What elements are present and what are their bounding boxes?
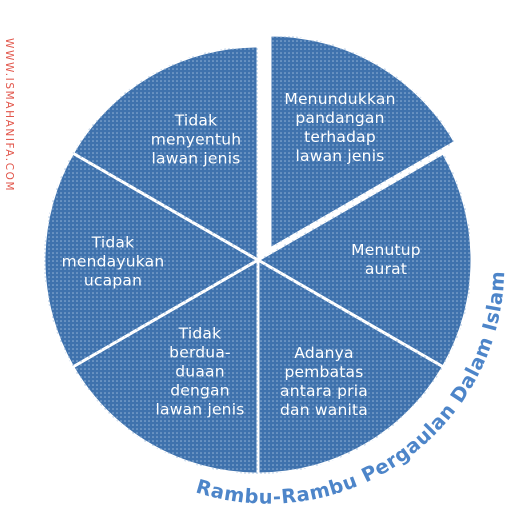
segment-label-1: Menundukkan pandangan terhadap lawan jen… xyxy=(284,90,396,165)
segment-texture xyxy=(43,153,259,367)
segment-label-3: Adanya pembatas antara pria dan wanita xyxy=(280,344,368,419)
segment-label-2: Menutup aurat xyxy=(351,241,421,278)
segment-texture xyxy=(258,260,444,474)
segment-texture xyxy=(72,46,258,260)
segments-group xyxy=(42,33,474,476)
segment-texture xyxy=(258,153,472,367)
segment-6 xyxy=(71,44,260,262)
segment-2 xyxy=(256,151,474,369)
segment-3 xyxy=(256,258,445,476)
segment-label-5: Tidak mendayukan ucapan xyxy=(61,233,165,290)
watermark-text: WWW.ISMAHANIFA.COM xyxy=(3,38,15,193)
segment-label-4: Tidak berdua- duaan dengan lawan jenis xyxy=(155,324,245,419)
segment-4 xyxy=(71,258,260,476)
segment-texture xyxy=(270,35,456,249)
segment-1 xyxy=(268,33,457,251)
segment-texture xyxy=(72,260,258,474)
segment-label-6: Tidak menyentuh lawan jenis xyxy=(150,111,242,168)
segment-5 xyxy=(42,151,260,369)
